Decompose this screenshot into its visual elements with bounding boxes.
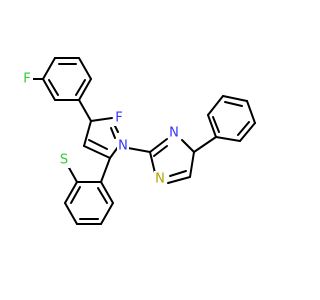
- atom-label-n-pyrazole-2: F: [113, 110, 125, 126]
- lower-fluorophenyl-ring: [64, 157, 114, 225]
- atom-label-s-thiazole: N: [154, 171, 166, 187]
- atom-label-f-lower: S: [58, 152, 70, 168]
- phenyl-ring: [193, 95, 256, 153]
- fluorine-label: F: [23, 72, 30, 87]
- atom-label-n-thiazole: N: [168, 125, 180, 141]
- pyrazole-ring: [83, 117, 119, 159]
- nitrogen-label: F: [115, 111, 122, 126]
- n-c-link-bond: [127, 147, 151, 153]
- atom-label-f-upper: F: [21, 71, 33, 87]
- atom-label-n-pyrazole-1: N: [117, 138, 129, 154]
- molecule-diagram: F F N N N S: [21, 57, 256, 225]
- fluorine-label: S: [60, 153, 68, 168]
- thiazole-ring: [149, 138, 195, 184]
- structure-svg: F F N N N S: [21, 57, 256, 225]
- sulfur-label: N: [155, 172, 165, 187]
- nitrogen-label: N: [118, 139, 128, 154]
- upper-fluorophenyl-ring: [32, 57, 92, 122]
- nitrogen-label: N: [169, 126, 179, 141]
